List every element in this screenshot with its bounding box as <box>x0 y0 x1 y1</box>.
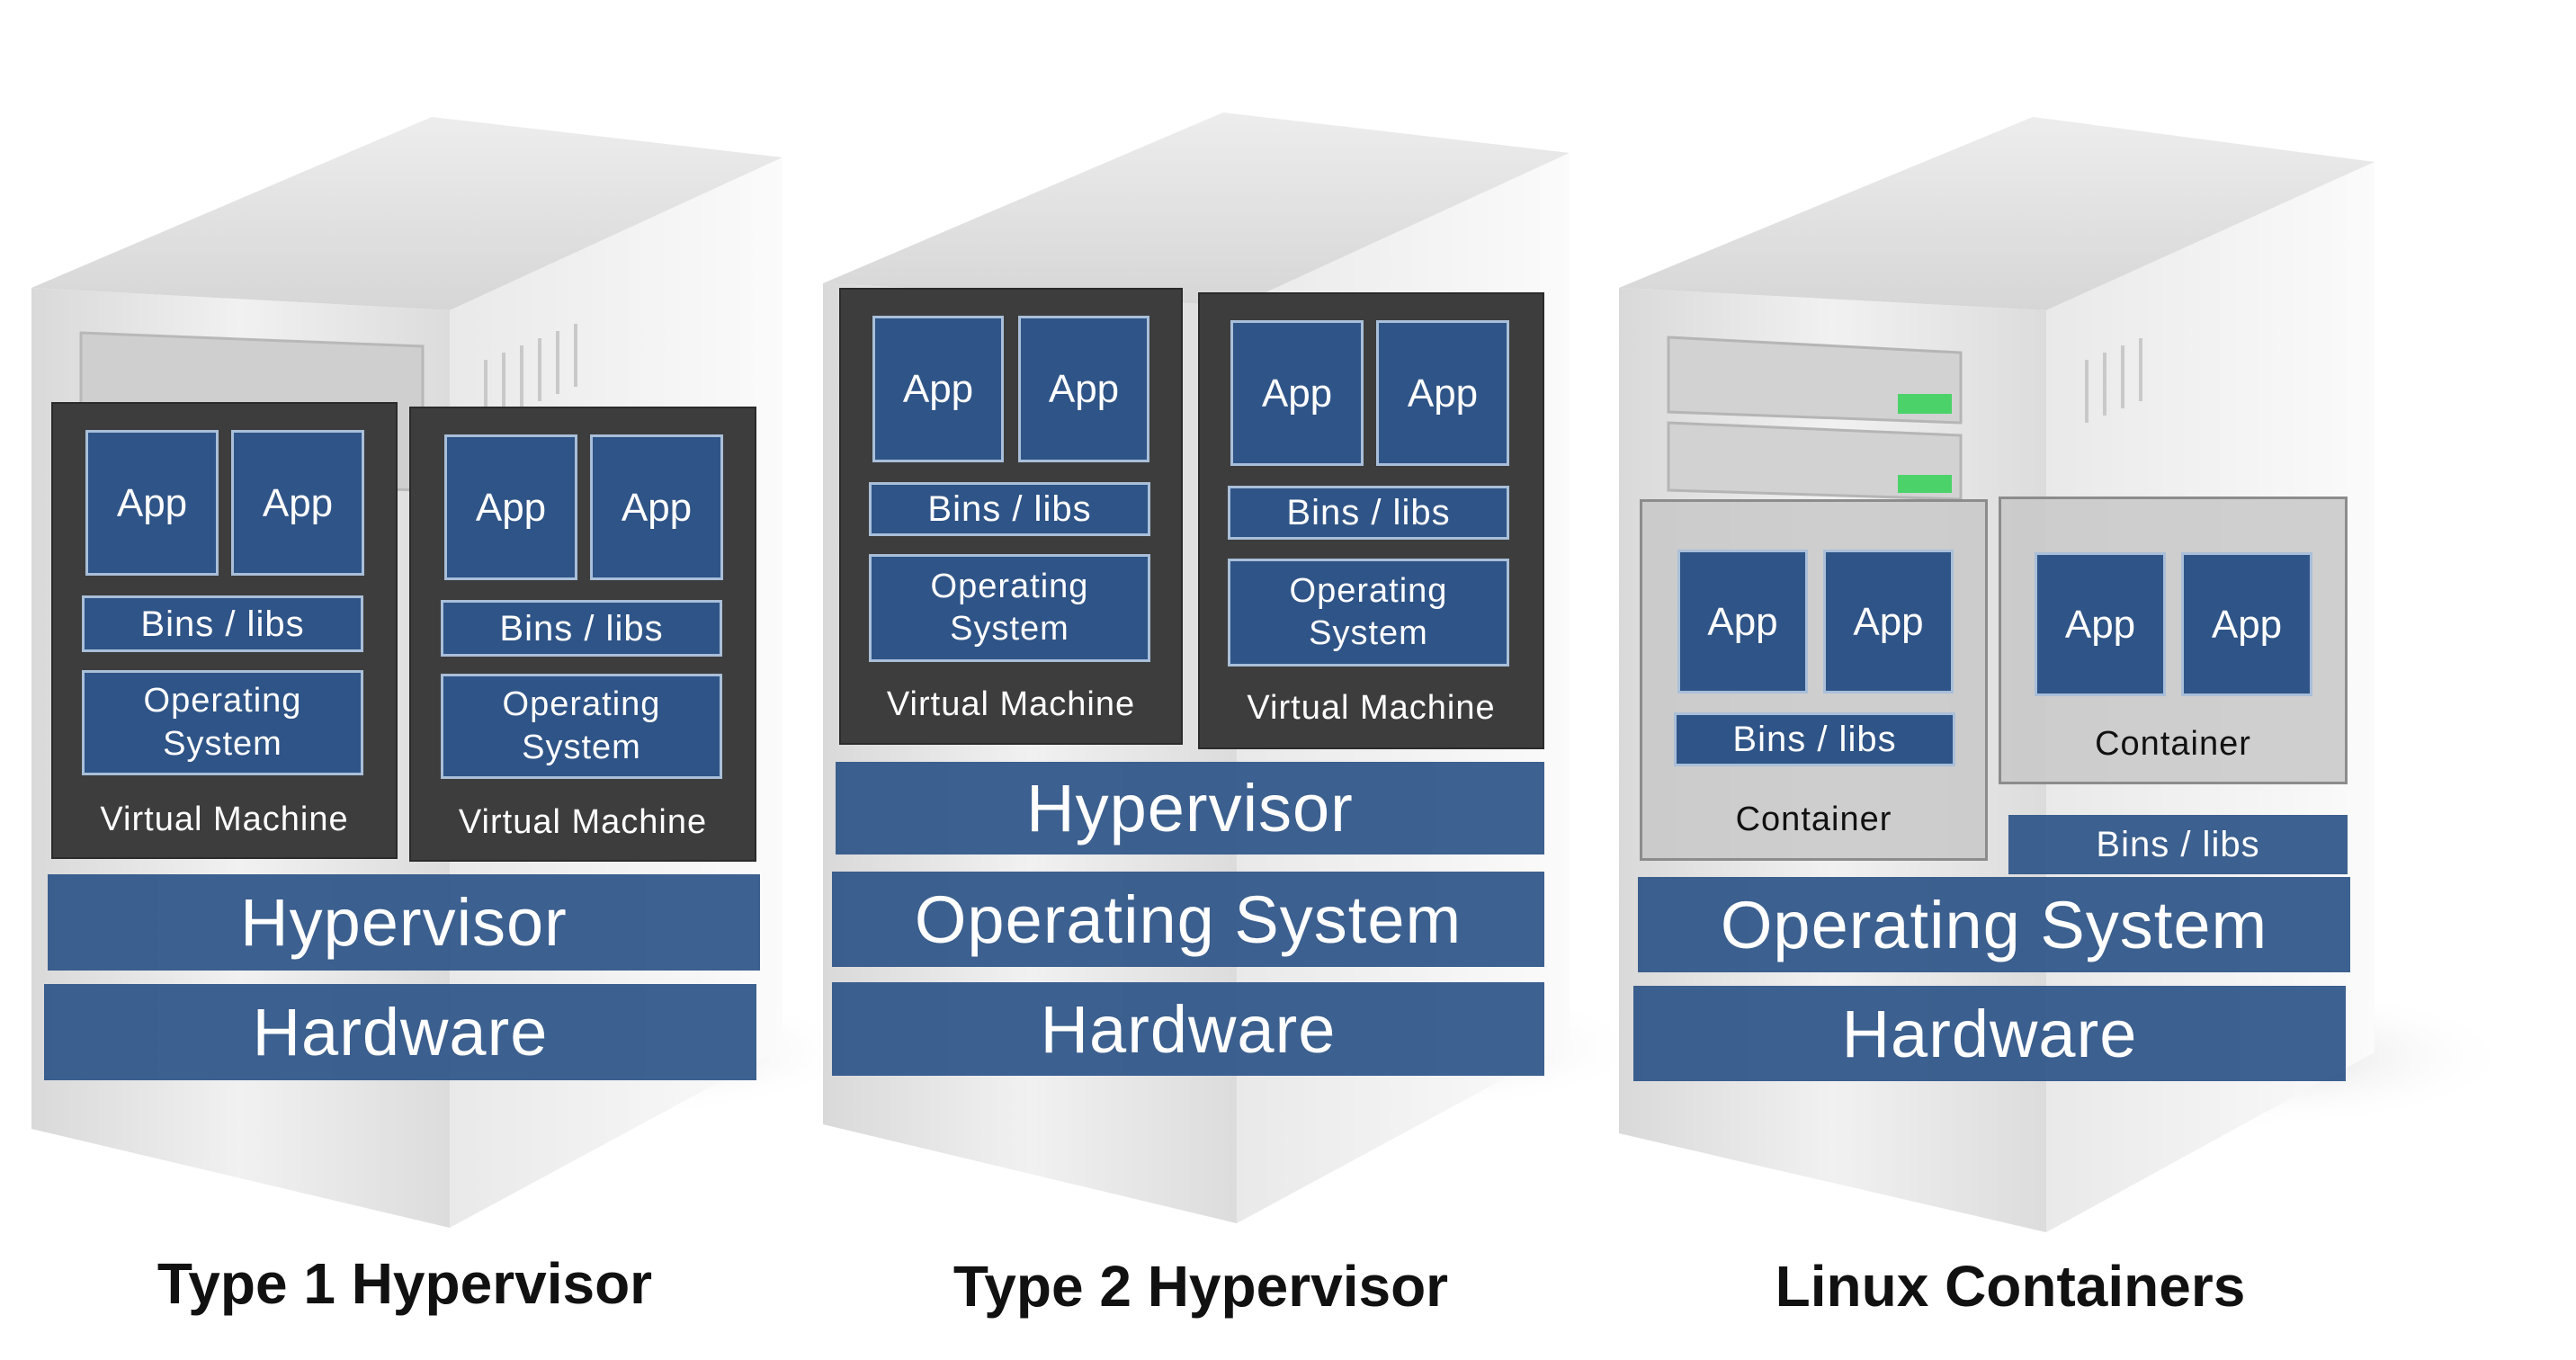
operating-system-box: Operating System <box>869 554 1150 662</box>
caption-type1-hypervisor: Type 1 Hypervisor <box>157 1251 653 1316</box>
app-box: App <box>2181 552 2312 696</box>
bins-libs-box: Bins / libs <box>1228 486 1509 540</box>
app-box: App <box>444 434 577 580</box>
hypervisor-layer: Hypervisor <box>48 874 760 971</box>
operating-system-box: Operating System <box>82 670 363 775</box>
bins-libs-box: Bins / libs <box>82 595 363 652</box>
app-box: App <box>85 430 219 576</box>
operating-system-box: Operating System <box>1228 559 1509 667</box>
app-box: App <box>1823 550 1954 693</box>
operating-system-layer: Operating System <box>832 872 1544 967</box>
app-box: App <box>231 430 364 576</box>
virtual-machine-label: Virtual Machine <box>458 803 708 841</box>
bins-libs-box: Bins / libs <box>441 600 722 657</box>
app-box: App <box>1018 316 1149 462</box>
app-box: App <box>1376 320 1509 466</box>
bins-libs-box: Bins / libs <box>1674 712 1955 766</box>
bins-libs-box: Bins / libs <box>869 482 1150 536</box>
app-box: App <box>590 434 723 580</box>
container-label: Container <box>1735 801 1892 838</box>
caption-linux-containers: Linux Containers <box>1775 1254 2246 1319</box>
virtual-machine-label: Virtual Machine <box>100 801 349 838</box>
operating-system-box: Operating System <box>441 674 722 779</box>
hardware-layer: Hardware <box>1633 986 2346 1081</box>
hardware-layer: Hardware <box>832 982 1544 1076</box>
virtual-machine-label: Virtual Machine <box>886 685 1136 723</box>
hardware-layer: Hardware <box>44 984 756 1080</box>
virtual-machine-label: Virtual Machine <box>1247 689 1496 727</box>
app-box: App <box>1230 320 1364 466</box>
caption-type2-hypervisor: Type 2 Hypervisor <box>953 1254 1449 1319</box>
operating-system-layer: Operating System <box>1638 877 2350 972</box>
container-label: Container <box>2095 725 2251 763</box>
app-box: App <box>2035 552 2166 696</box>
app-box: App <box>1677 550 1808 693</box>
app-box: App <box>872 316 1004 462</box>
bins-libs-box: Bins / libs <box>2008 815 2348 874</box>
hypervisor-layer: Hypervisor <box>836 762 1544 854</box>
